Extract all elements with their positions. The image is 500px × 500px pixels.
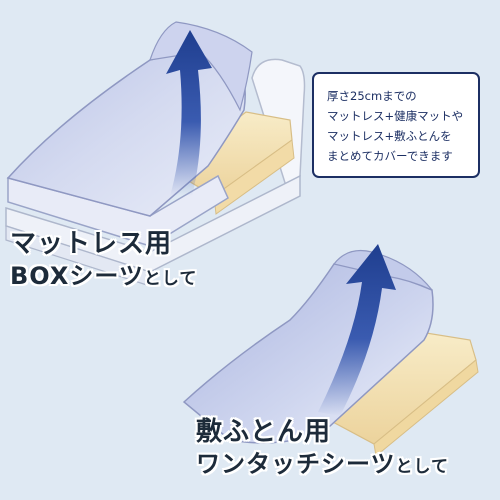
futon-caption-suffix: として <box>395 457 450 477</box>
bed-caption-line1: マットレス用 <box>10 229 173 259</box>
futon-caption-main: ワンタッチシーツ <box>196 450 396 478</box>
futon-caption: 敷ふとん用 ワンタッチシーツとして <box>196 416 449 483</box>
bed-caption-main: BOXシーツ <box>10 262 144 290</box>
info-line: マットレス+敷ふとんを <box>327 129 452 143</box>
up-arrow-icon <box>166 30 212 196</box>
info-box: 厚さ25cmまでの マットレス+健康マットや マットレス+敷ふとんを まとめてカ… <box>312 72 480 178</box>
bed-sheet-lift <box>149 21 253 112</box>
futon-caption-line1: 敷ふとん用 <box>196 417 332 447</box>
bed-caption: マットレス用 BOXシーツとして <box>10 228 197 295</box>
futon-caption-line2: ワンタッチシーツとして <box>196 448 449 483</box>
bed-frame-side <box>5 225 151 287</box>
info-line: 厚さ25cmまでの <box>327 89 417 103</box>
info-line: まとめてカバーできます <box>327 149 453 163</box>
futon-illustration <box>182 244 479 457</box>
bed-caption-line2: BOXシーツとして <box>10 260 197 295</box>
bed-illustration <box>5 21 306 287</box>
up-arrow-icon <box>318 244 396 416</box>
info-line: マットレス+健康マットや <box>327 109 464 123</box>
bed-mattress-side <box>213 139 295 215</box>
bed-caption-suffix: として <box>143 269 198 289</box>
futon-mattress-side <box>373 359 479 457</box>
